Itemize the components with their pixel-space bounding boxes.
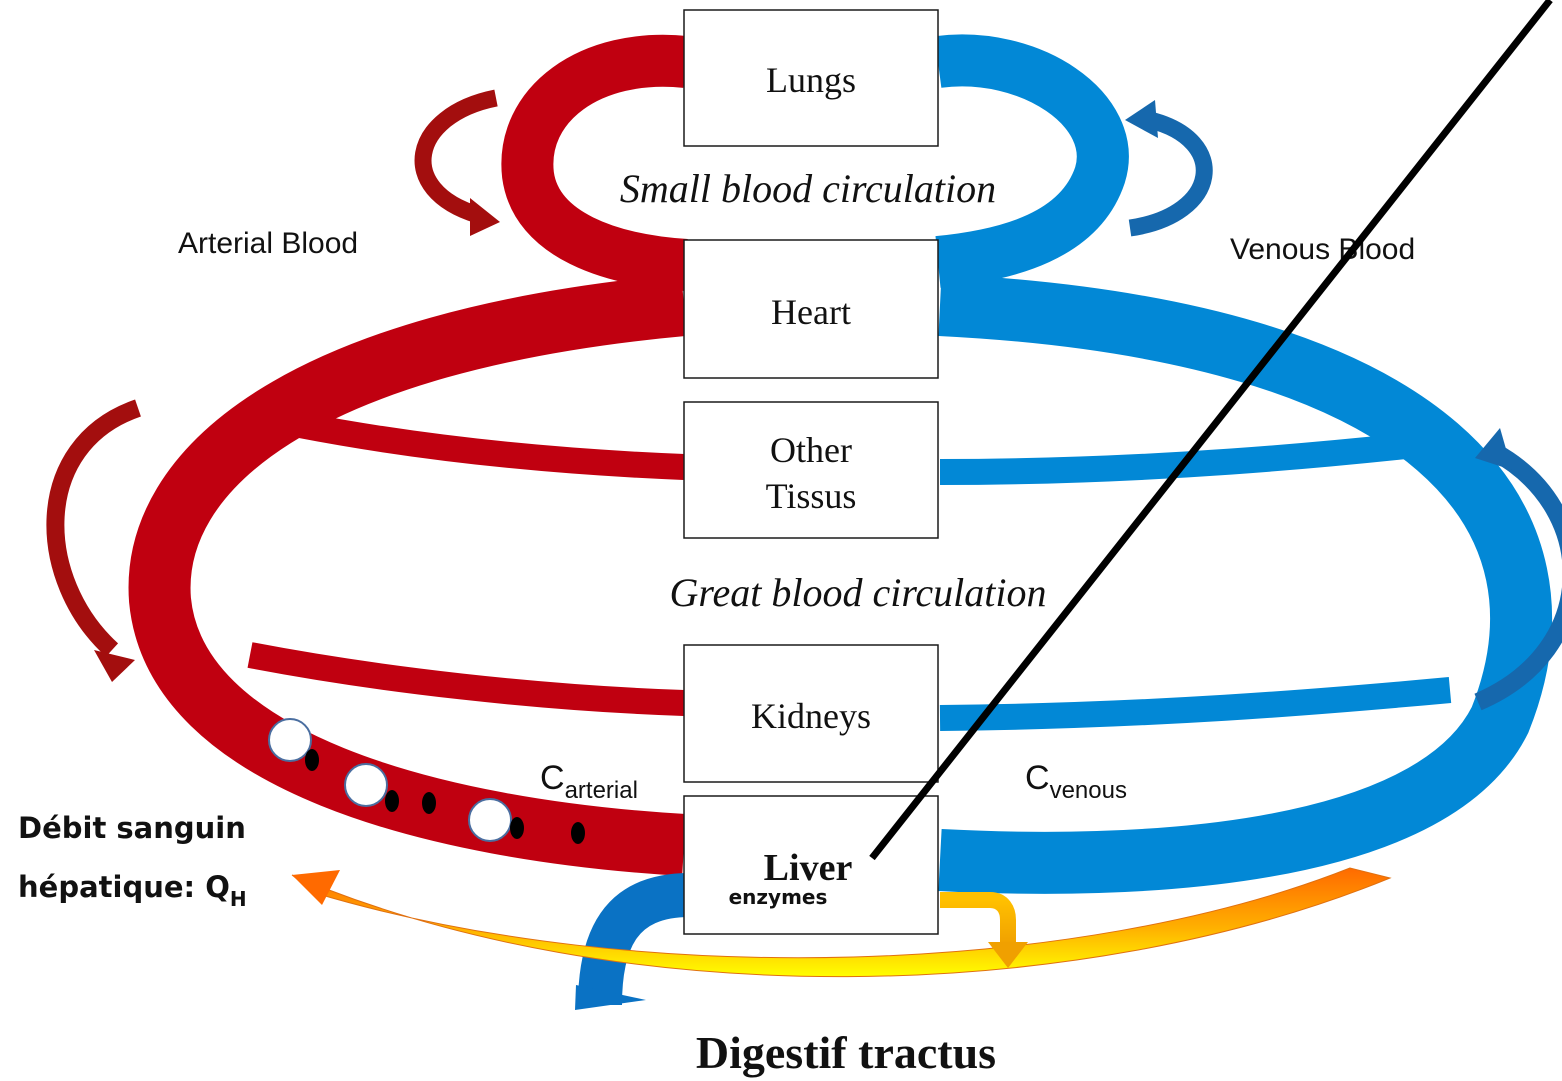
c-arterial-label: Carterial: [540, 759, 638, 804]
great-arterial-arc: [160, 305, 684, 845]
hepatic-flow-label-line1: Débit sanguin: [18, 811, 246, 845]
great-circulation-caption: Great blood circulation: [670, 570, 1047, 615]
other-tissus-artery: [300, 425, 684, 467]
c-venous-label: Cvenous: [1025, 759, 1127, 804]
drug-dot: [385, 790, 399, 812]
arterial-small-curved-arrow: [423, 98, 496, 215]
heart-label: Heart: [771, 292, 851, 332]
other-tissus-label-line2: Tissus: [766, 476, 857, 516]
kidneys-label: Kidneys: [751, 696, 871, 736]
lungs-label: Lungs: [766, 60, 856, 100]
drug-dot: [305, 749, 319, 771]
drug-dot: [422, 792, 436, 814]
small-circulation-caption: Small blood circulation: [620, 166, 996, 211]
arterial-large-curved-arrow: [55, 408, 138, 650]
liver-label: Liver: [764, 847, 853, 889]
organ-liver: Liver enzymes: [684, 796, 938, 934]
organ-heart: Heart: [684, 240, 938, 378]
digestive-arc-left-head: [292, 870, 340, 905]
carrier-circle: [269, 719, 311, 761]
organ-kidneys: Kidneys: [684, 645, 938, 782]
c-venous-subscript: venous: [1050, 777, 1127, 804]
other-tissus-box: [684, 402, 938, 538]
kidney-vein: [940, 690, 1450, 718]
other-tissus-label-line1: Other: [770, 430, 852, 470]
venous-blood-label: Venous Blood: [1230, 233, 1415, 266]
excretion-arrow-shaft: [940, 900, 1008, 945]
small-arterial-arc: [527, 61, 686, 265]
kidney-artery: [250, 655, 684, 703]
c-arterial-subscript: arterial: [565, 777, 638, 804]
venous-small-arrowhead: [1125, 100, 1158, 138]
carrier-circle: [469, 799, 511, 841]
carrier-circle: [345, 764, 387, 806]
arterial-large-arrowhead: [94, 650, 135, 682]
liver-enzymes-label: enzymes: [729, 885, 828, 909]
organ-other-tissus: Other Tissus: [684, 402, 938, 538]
organ-lungs: Lungs: [684, 10, 938, 146]
venous-small-curved-arrow: [1130, 120, 1204, 228]
drug-dot: [510, 817, 524, 839]
hepatic-flow-label-line2: hépatique: QH: [18, 870, 247, 911]
small-venous-arc: [938, 60, 1103, 262]
drug-dot: [571, 822, 585, 844]
hepatic-flow-subscript: H: [230, 887, 247, 911]
arterial-small-arrowhead: [470, 198, 500, 236]
digestive-tract-caption: Digestif tractus: [696, 1027, 996, 1078]
venous-vessels: [938, 60, 1521, 862]
arterial-blood-label: Arterial Blood: [178, 227, 358, 260]
